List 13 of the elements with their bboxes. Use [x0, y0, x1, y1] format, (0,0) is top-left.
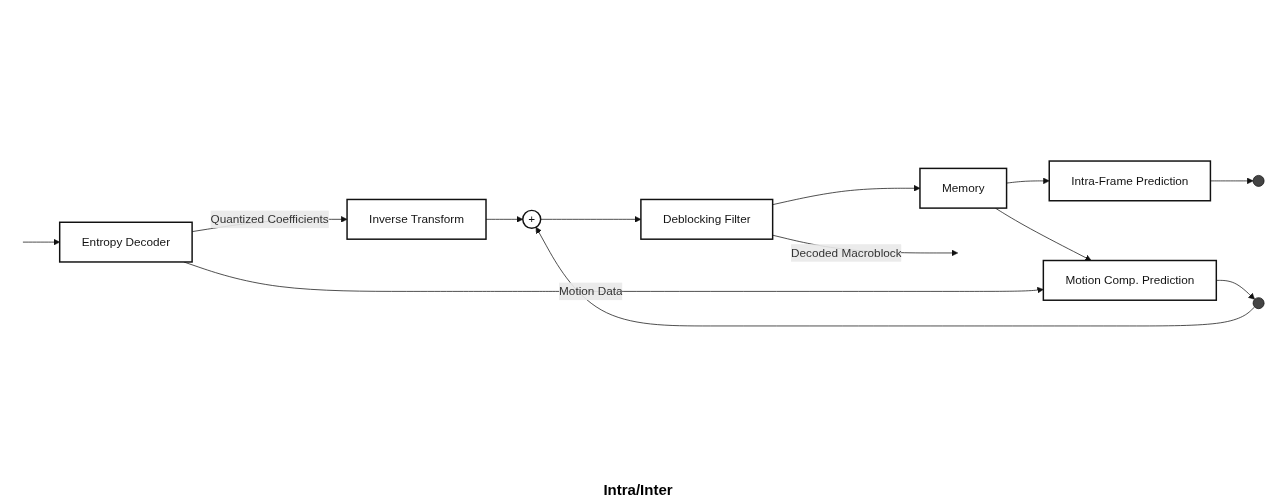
- edge-label: Motion Data: [559, 284, 623, 298]
- switch-label: Intra/Inter: [603, 481, 673, 498]
- node-box: Motion Comp. Prediction: [1042, 259, 1218, 301]
- node-box: Deblocking Filter: [640, 198, 774, 240]
- node-box: Inverse Transform: [346, 198, 487, 240]
- edge-label: Quantized Coefficients: [210, 212, 329, 226]
- node-circle: [1252, 175, 1265, 187]
- node-box: Memory: [919, 167, 1008, 209]
- node-circle: [1252, 297, 1265, 310]
- node-box: Entropy Decoder: [58, 221, 193, 263]
- node-box: Intra-Frame Prediction: [1048, 160, 1212, 202]
- node-circle: +: [522, 209, 542, 229]
- edge-label: Decoded Macroblock: [791, 246, 902, 259]
